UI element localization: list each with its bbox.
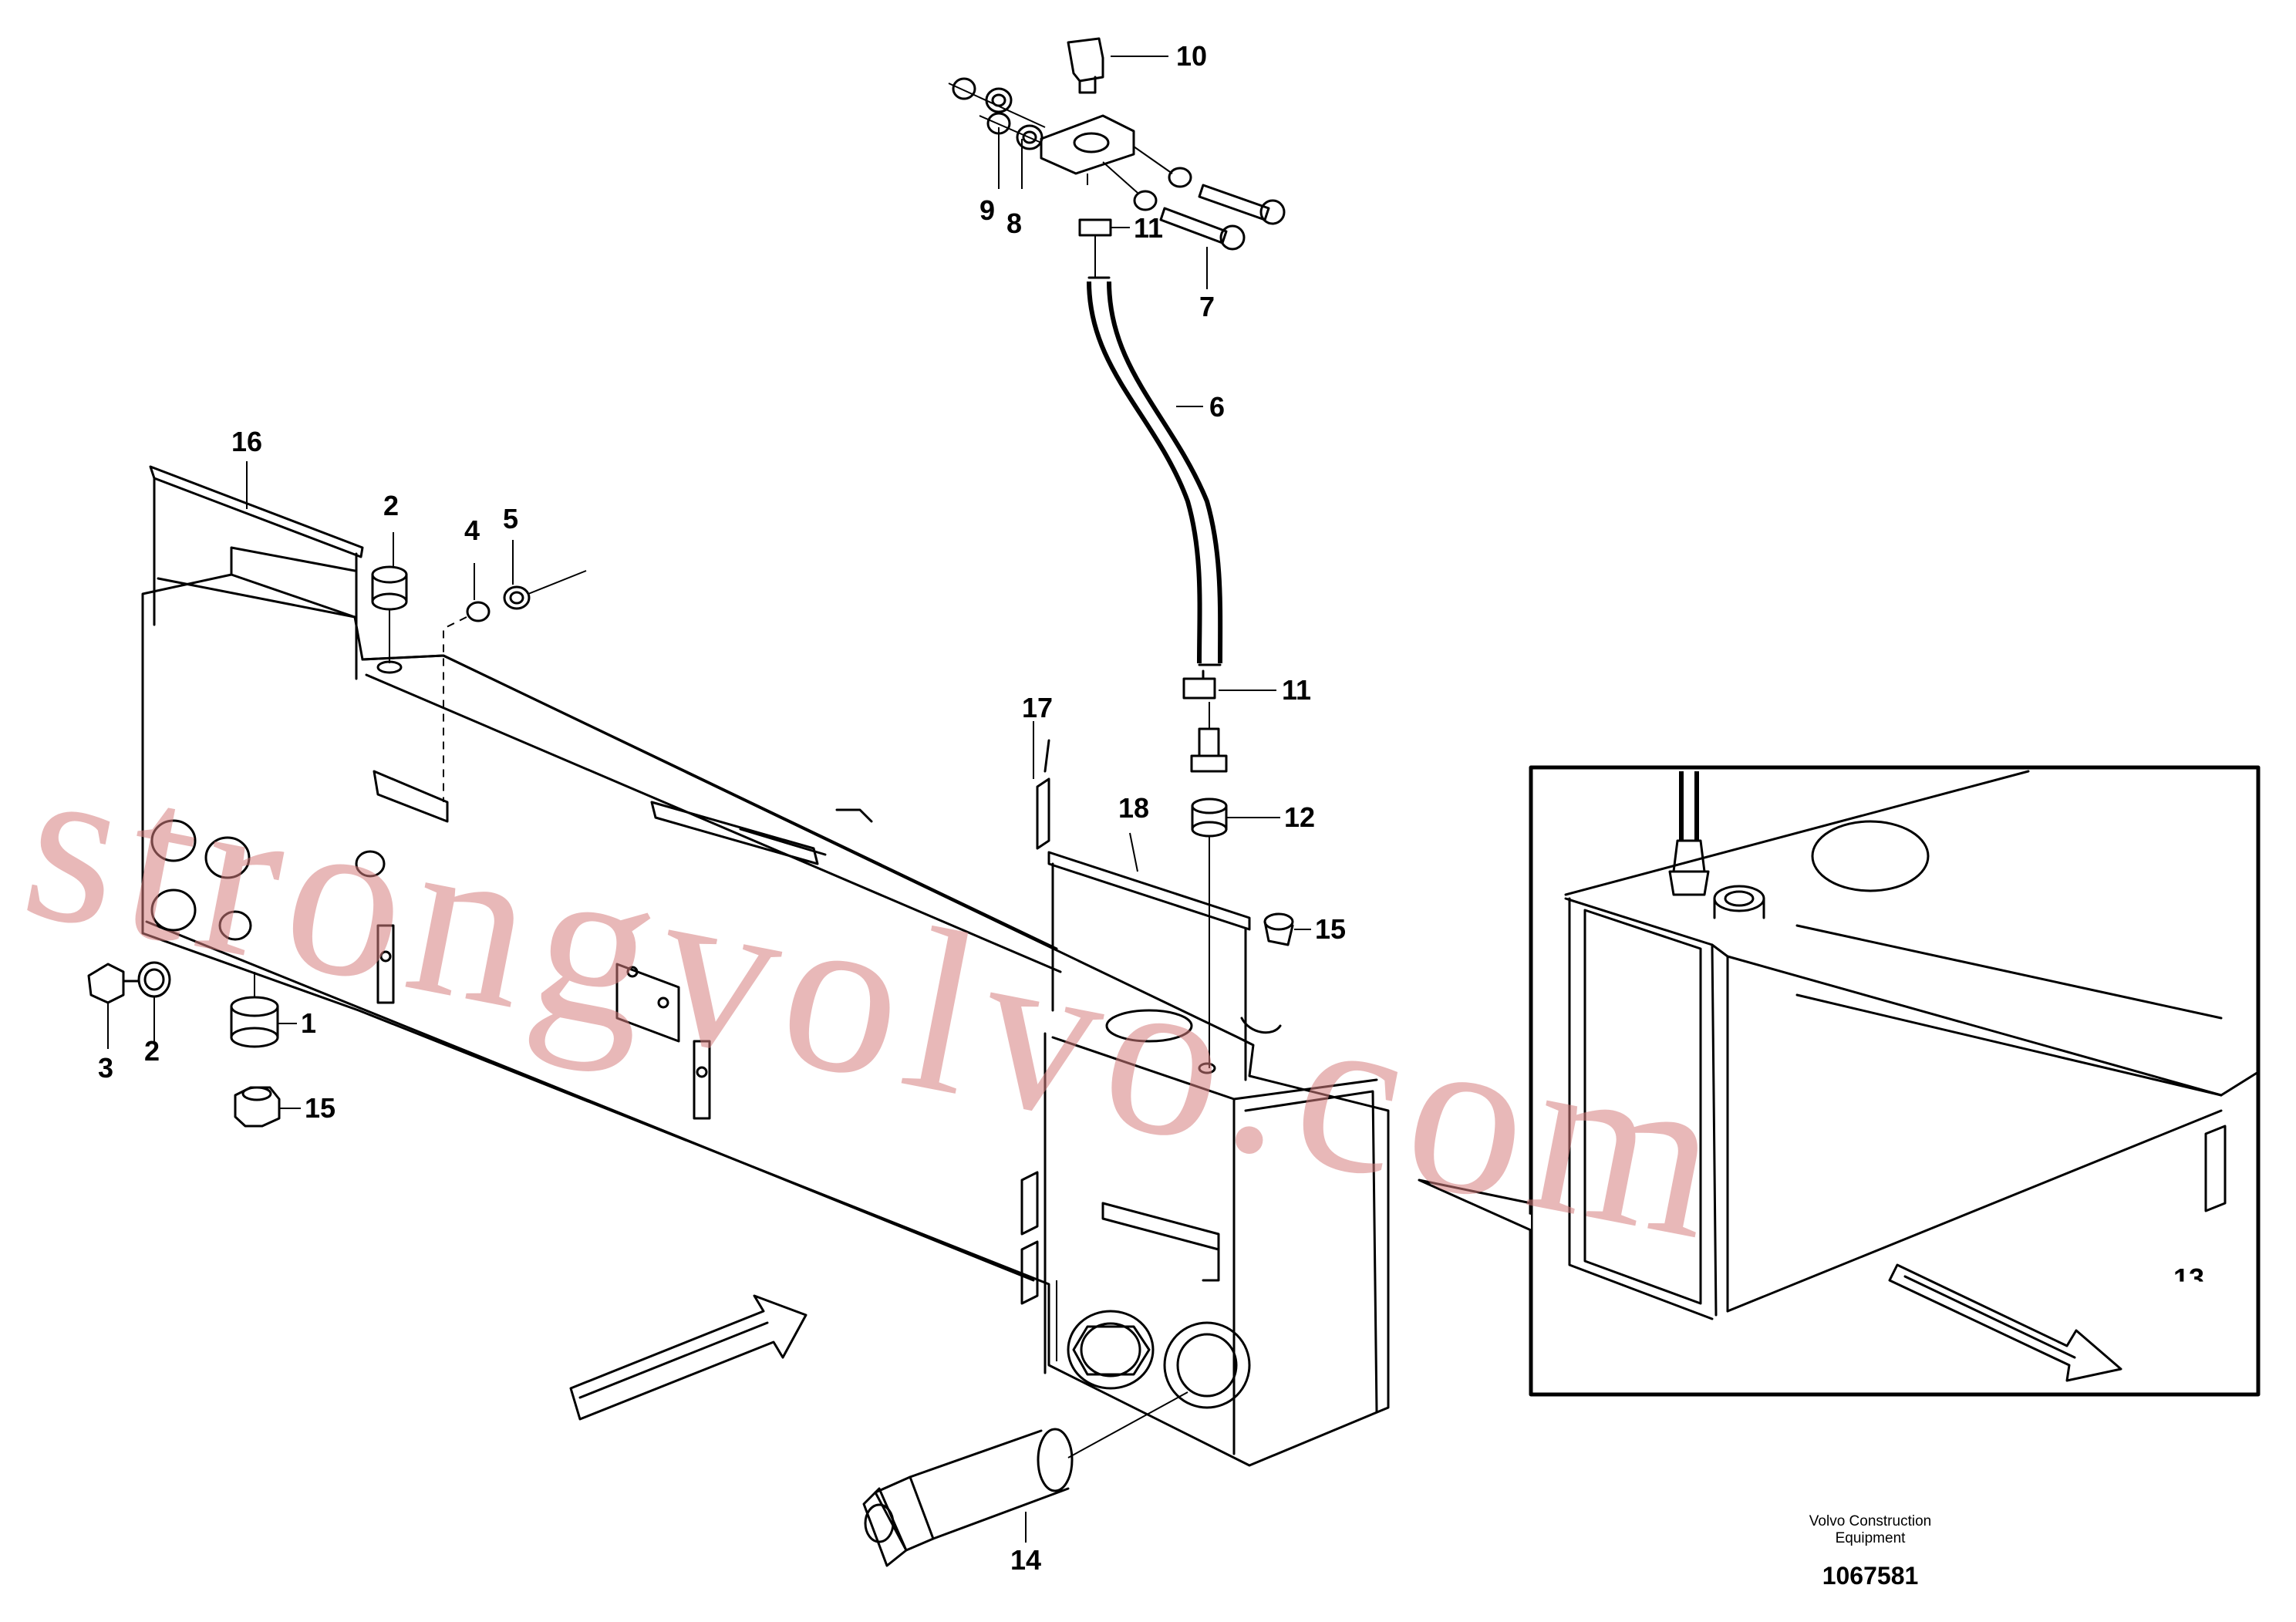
callout-7: 7 bbox=[1199, 291, 1215, 322]
filler-bracket bbox=[1040, 114, 1135, 185]
plug-3 bbox=[87, 963, 140, 1004]
callout-18: 18 bbox=[1118, 792, 1150, 824]
callout-16: 16 bbox=[231, 426, 263, 457]
plate-16 bbox=[149, 465, 364, 680]
clamp-11-top bbox=[1078, 218, 1112, 278]
bushing-1 bbox=[230, 972, 279, 1048]
callout-6: 6 bbox=[1209, 391, 1226, 423]
side-brackets bbox=[373, 770, 711, 1120]
bushing-2-top bbox=[371, 565, 408, 674]
clamp-11-lower bbox=[1182, 669, 1216, 700]
callout-10: 10 bbox=[1176, 40, 1208, 72]
tank-body bbox=[141, 546, 1390, 1467]
drawing-number: 1067581 bbox=[1822, 1562, 1919, 1590]
company-credit: Volvo Construction Equipment bbox=[1809, 1513, 1932, 1546]
hose-6 bbox=[1087, 276, 1223, 666]
callout-1: 1 bbox=[301, 1007, 317, 1039]
callout-11-top: 11 bbox=[1134, 212, 1164, 244]
callout-4: 4 bbox=[464, 514, 480, 546]
left-bosses bbox=[150, 819, 386, 941]
filler-cap-10 bbox=[1067, 37, 1104, 94]
callout-8: 8 bbox=[1006, 207, 1023, 239]
filter-14 bbox=[862, 1391, 1188, 1567]
plate-18 bbox=[1047, 851, 1251, 1081]
callout-3: 3 bbox=[98, 1052, 114, 1084]
cap-15-upper bbox=[1240, 912, 1294, 1034]
callout-12: 12 bbox=[1284, 801, 1316, 833]
bolts-7 bbox=[1102, 146, 1286, 251]
callout-9: 9 bbox=[979, 194, 996, 226]
callout-15-upper: 15 bbox=[1315, 913, 1347, 945]
washer-nut-4-5 bbox=[443, 570, 587, 802]
callout-13: 13 bbox=[2173, 1263, 2205, 1294]
callout-2-left: 2 bbox=[144, 1035, 160, 1067]
callout-15-lower: 15 bbox=[305, 1092, 336, 1124]
callout-2-top: 2 bbox=[383, 490, 400, 521]
plate-17 bbox=[1036, 739, 1050, 850]
callout-11-lower: 11 bbox=[1282, 674, 1312, 706]
detail-inset bbox=[1411, 765, 2261, 1397]
direction-arrow-main bbox=[569, 1294, 807, 1421]
callout-14: 14 bbox=[1010, 1544, 1042, 1576]
callout-5: 5 bbox=[503, 503, 519, 534]
hose-fitting bbox=[1190, 702, 1228, 773]
nut-15-lower bbox=[234, 1086, 281, 1128]
top-strip bbox=[650, 801, 827, 865]
callout-17: 17 bbox=[1022, 692, 1054, 723]
